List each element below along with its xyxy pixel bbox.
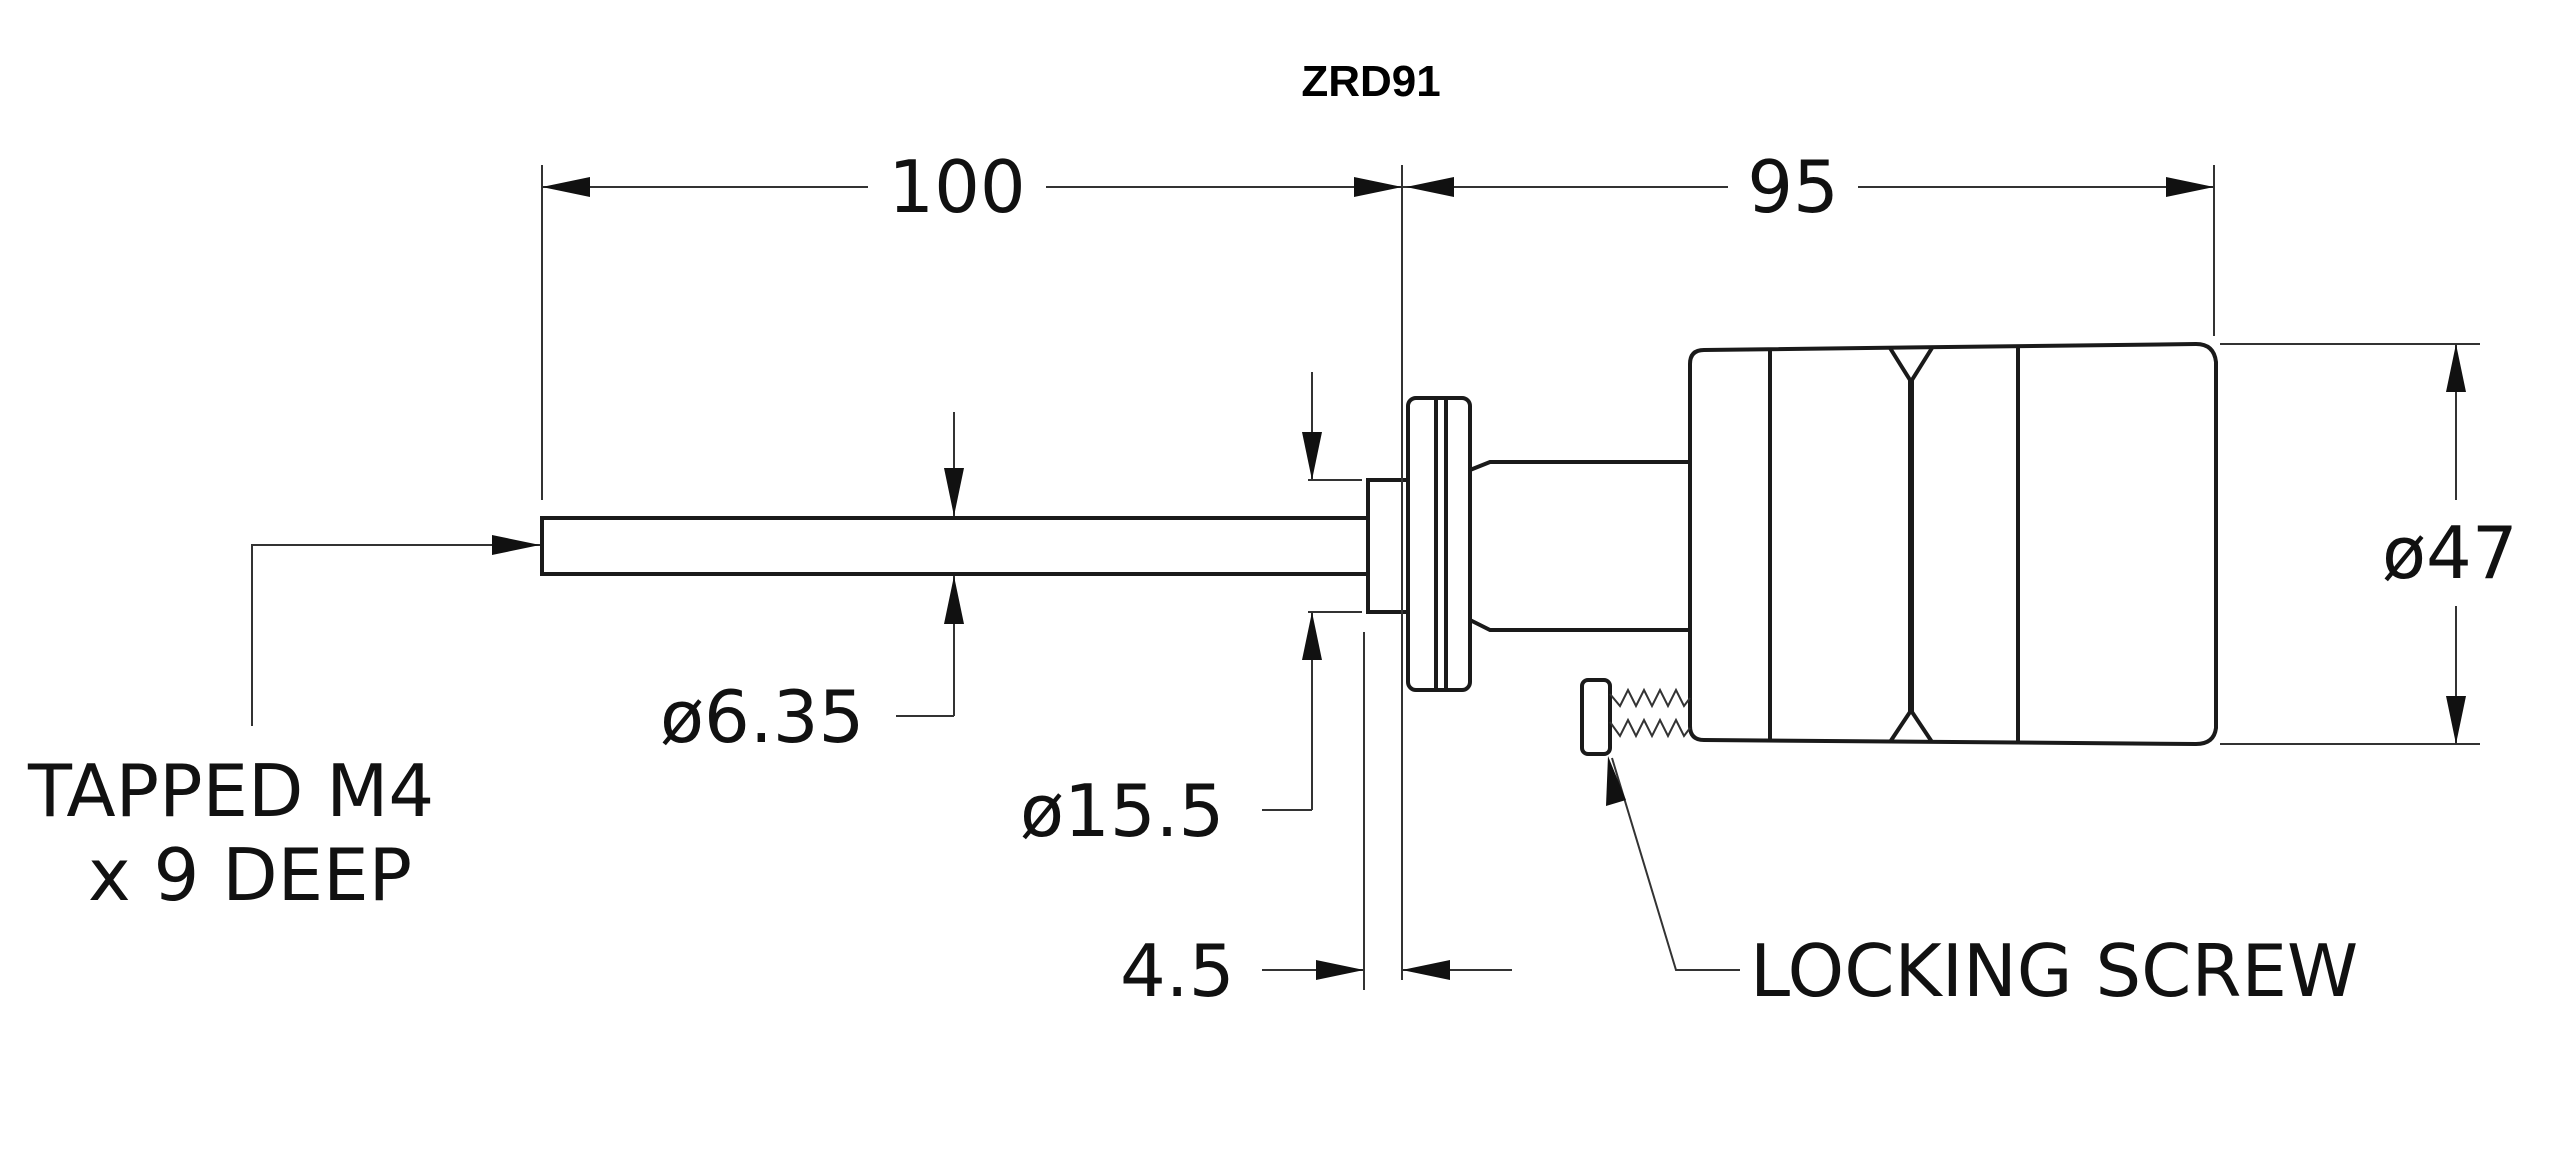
dimension-label-47: ø47 (2382, 511, 2518, 595)
dimension-shaft-length: 100 (541, 145, 1403, 980)
dimension-label-100: 100 (888, 145, 1025, 229)
shaft (540, 516, 1370, 576)
callout-locking-screw-label: LOCKING SCREW (1750, 929, 2358, 1013)
dimension-label-95: 95 (1747, 145, 1839, 229)
callout-tapped-line1: TAPPED M4 (27, 749, 434, 833)
dimension-flange-thickness: 4.5 (1120, 632, 1512, 1013)
dimension-label-15-5: ø15.5 (1020, 769, 1224, 853)
dimension-body-diameter: ø47 (2220, 343, 2518, 745)
drawing-title: ZRD91 (1301, 57, 1440, 106)
callout-tapped-line2: x 9 DEEP (88, 833, 412, 917)
locking-screw-head (1580, 678, 1612, 756)
flange (1406, 396, 1472, 692)
dimension-shaft-diameter: ø6.35 (660, 412, 964, 759)
knob-body (1688, 341, 2218, 747)
dimension-label-4-5: 4.5 (1120, 929, 1235, 1013)
callout-tapped-hole: TAPPED M4 x 9 DEEP (27, 535, 540, 917)
dimension-body-length: 95 (1402, 145, 2215, 336)
locking-screw-thread (1609, 687, 1691, 709)
callout-locking-screw: LOCKING SCREW (1606, 756, 2358, 1013)
dimension-label-6-35: ø6.35 (660, 675, 864, 759)
part-outline (540, 341, 2218, 756)
dimension-collar-diameter: ø15.5 (1020, 372, 1362, 853)
neck (1469, 460, 1692, 632)
